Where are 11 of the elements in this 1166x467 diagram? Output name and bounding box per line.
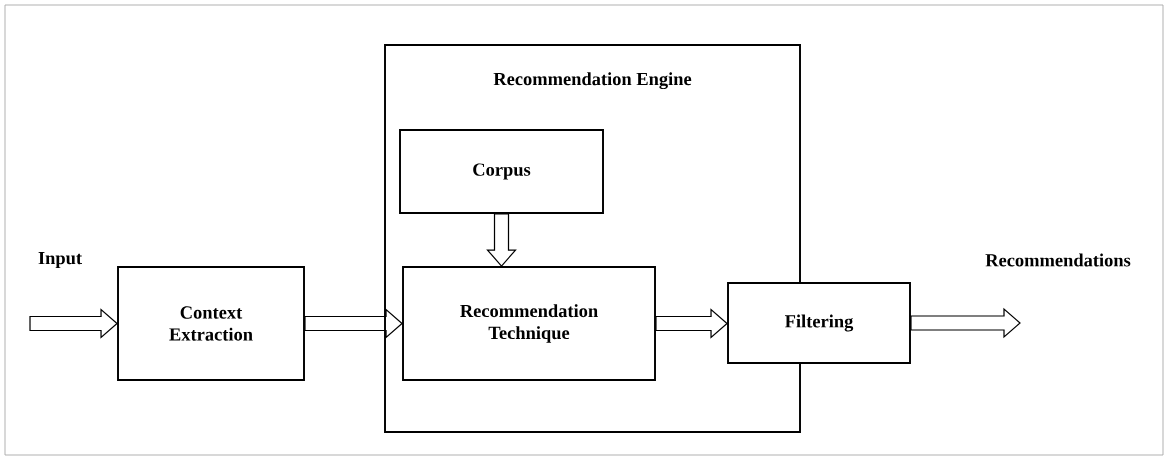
process-box: Corpus <box>399 129 604 214</box>
process-box: Recommendation Technique <box>402 266 656 381</box>
io-label: Input <box>38 252 82 268</box>
process-box: Filtering <box>727 282 911 364</box>
io-label: Recommendations <box>985 253 1131 267</box>
block-arrow <box>304 308 403 339</box>
block-arrow <box>486 213 517 267</box>
block-arrow <box>29 308 118 339</box>
block-arrow <box>655 308 728 339</box>
block-arrow <box>910 307 1021 339</box>
process-box: Context Extraction <box>117 266 305 381</box>
